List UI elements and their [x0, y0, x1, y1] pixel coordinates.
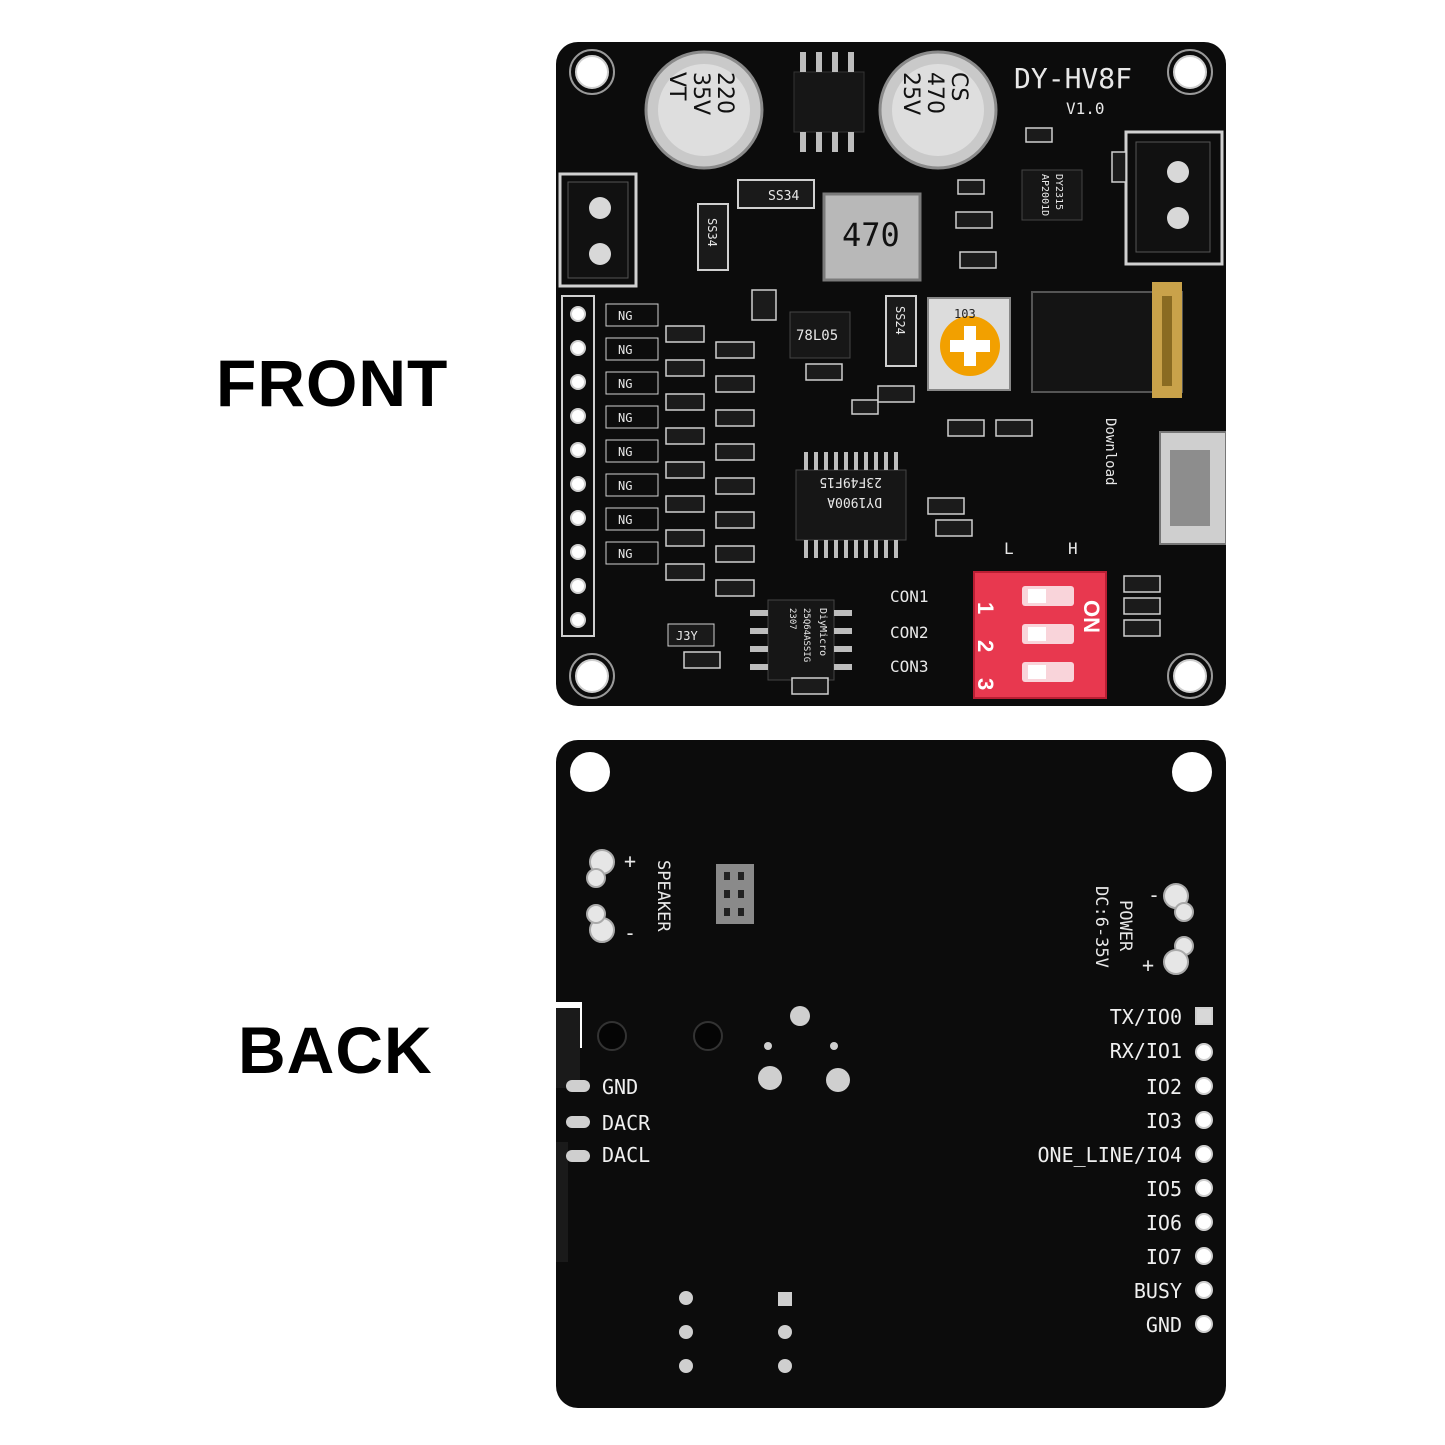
cap-right-line3: 25V	[898, 72, 923, 115]
io-pin-io2: IO2	[1146, 1075, 1182, 1099]
back-board: + - SPEAKER - + POWER DC:6-35V GND DACR …	[556, 740, 1226, 1408]
top-chip	[793, 52, 865, 152]
download-label: Download	[1102, 418, 1118, 485]
diode-c: SS24	[885, 295, 917, 367]
resistor-array	[665, 325, 755, 597]
power-plus: +	[1142, 953, 1154, 977]
con2-label: CON2	[890, 623, 929, 642]
cap-left-line1: 220	[712, 72, 737, 114]
flash-chip-line2: 25Q64ASSIG	[801, 608, 811, 662]
diode-b: SS34	[697, 203, 729, 271]
ng-components: NG NG NG NG NG NG NG NG	[605, 303, 659, 565]
dip-switch[interactable]: 1 2 3 ON	[973, 571, 1107, 699]
power-terminal-front	[1124, 130, 1224, 266]
audio-pin-dacl: DACL	[602, 1143, 650, 1167]
power-minus: -	[1148, 883, 1160, 907]
jack-pins	[597, 1006, 850, 1092]
back-chip-footprint	[716, 864, 754, 924]
regulator-label: 78L05	[796, 328, 838, 344]
ng-label-1: NG	[618, 309, 632, 323]
speaker-plus: +	[624, 849, 636, 873]
bottom-solder-joints	[679, 1291, 792, 1373]
diode-b-label: SS34	[705, 218, 719, 247]
io-pin-io6: IO6	[1146, 1211, 1182, 1235]
ng-label-3: NG	[618, 377, 632, 391]
cap-right-line2: 470	[922, 72, 947, 114]
switch-num-2: 2	[973, 640, 998, 652]
io-pin-rx: RX/IO1	[1110, 1039, 1182, 1063]
io-pin-one-line: ONE_LINE/IO4	[1038, 1143, 1183, 1167]
switch-h-label: H	[1068, 539, 1078, 558]
capacitor-right: CS 470 25V	[878, 50, 998, 170]
amp-chip-line1: AP2001D	[1039, 174, 1050, 216]
board-model: DY-HV8F	[1014, 62, 1132, 95]
ng-label-6: NG	[618, 479, 632, 493]
small-chip: J3Y	[667, 623, 715, 647]
ng-label-5: NG	[618, 445, 632, 459]
front-board-image: 220 35V VT CS 470 25V DY-HV8F V1.0	[556, 42, 1226, 706]
io-pin-io7: IO7	[1146, 1245, 1182, 1269]
switch-num-3: 3	[973, 678, 998, 690]
mounting-holes-back	[570, 752, 1212, 792]
micro-usb	[1159, 431, 1226, 545]
speaker-label: SPEAKER	[653, 860, 673, 932]
speaker-minus: -	[624, 921, 636, 945]
main-chip: 23F49F15 DY1900A	[795, 452, 907, 558]
front-board: 220 35V VT CS 470 25V DY-HV8F V1.0	[556, 42, 1226, 706]
cap-left-line3: VT	[664, 72, 689, 101]
header-pins-front	[561, 295, 595, 637]
io-pin-holes	[1195, 1007, 1213, 1333]
power-pads	[1163, 883, 1194, 975]
speaker-terminal-front	[558, 172, 638, 288]
io-pin-gnd: GND	[1146, 1313, 1182, 1337]
audio-pin-gnd: GND	[602, 1075, 638, 1099]
inductor-label: 470	[842, 216, 900, 254]
cap-right-line1: CS	[946, 72, 971, 101]
audio-pin-dacr: DACR	[602, 1111, 651, 1135]
back-label: BACK	[238, 1013, 433, 1087]
con3-label: CON3	[890, 657, 929, 676]
amp-chip-line2: DY2315	[1053, 174, 1064, 210]
flash-chip-line3: 2307	[787, 608, 797, 630]
audio-jack	[1031, 282, 1183, 398]
diode-a: SS34	[737, 179, 815, 209]
capacitor-left: 220 35V VT	[644, 50, 764, 170]
regulator: 78L05	[789, 311, 851, 359]
io-pin-io5: IO5	[1146, 1177, 1182, 1201]
audio-pads	[566, 1080, 590, 1162]
io-pin-tx: TX/IO0	[1110, 1005, 1182, 1029]
ng-label-2: NG	[618, 343, 632, 357]
cap-left-line2: 35V	[688, 72, 713, 115]
mounting-holes-front	[575, 55, 1207, 693]
potentiometer: 103	[927, 297, 1011, 391]
io-pin-io3: IO3	[1146, 1109, 1182, 1133]
diode-c-label: SS24	[893, 306, 907, 335]
diode-a-label: SS34	[768, 189, 799, 204]
board-version: V1.0	[1066, 99, 1105, 118]
front-label: FRONT	[216, 346, 449, 420]
ng-label-7: NG	[618, 513, 632, 527]
smd-parts	[683, 127, 1161, 695]
speaker-pads	[586, 849, 615, 943]
small-chip-label: J3Y	[676, 629, 698, 643]
back-board-image: + - SPEAKER - + POWER DC:6-35V GND DACR …	[556, 740, 1226, 1408]
con1-label: CON1	[890, 587, 929, 606]
main-chip-line1: DY1900A	[827, 494, 882, 509]
pcb-back	[556, 740, 1226, 1408]
amp-chip: AP2001D DY2315	[1021, 169, 1083, 221]
ng-label-4: NG	[618, 411, 632, 425]
power-label: POWER	[1115, 900, 1135, 952]
flash-chip-line1: DiyMicro	[817, 608, 828, 656]
io-pin-busy: BUSY	[1134, 1279, 1182, 1303]
switch-num-1: 1	[973, 602, 998, 614]
switch-on-label: ON	[1079, 600, 1104, 633]
ng-label-8: NG	[618, 547, 632, 561]
switch-l-label: L	[1004, 539, 1014, 558]
inductor: 470	[822, 192, 922, 282]
power-range-label: DC:6-35V	[1091, 886, 1111, 968]
main-chip-line2: 23F49F15	[819, 474, 882, 489]
pot-label: 103	[954, 307, 976, 321]
